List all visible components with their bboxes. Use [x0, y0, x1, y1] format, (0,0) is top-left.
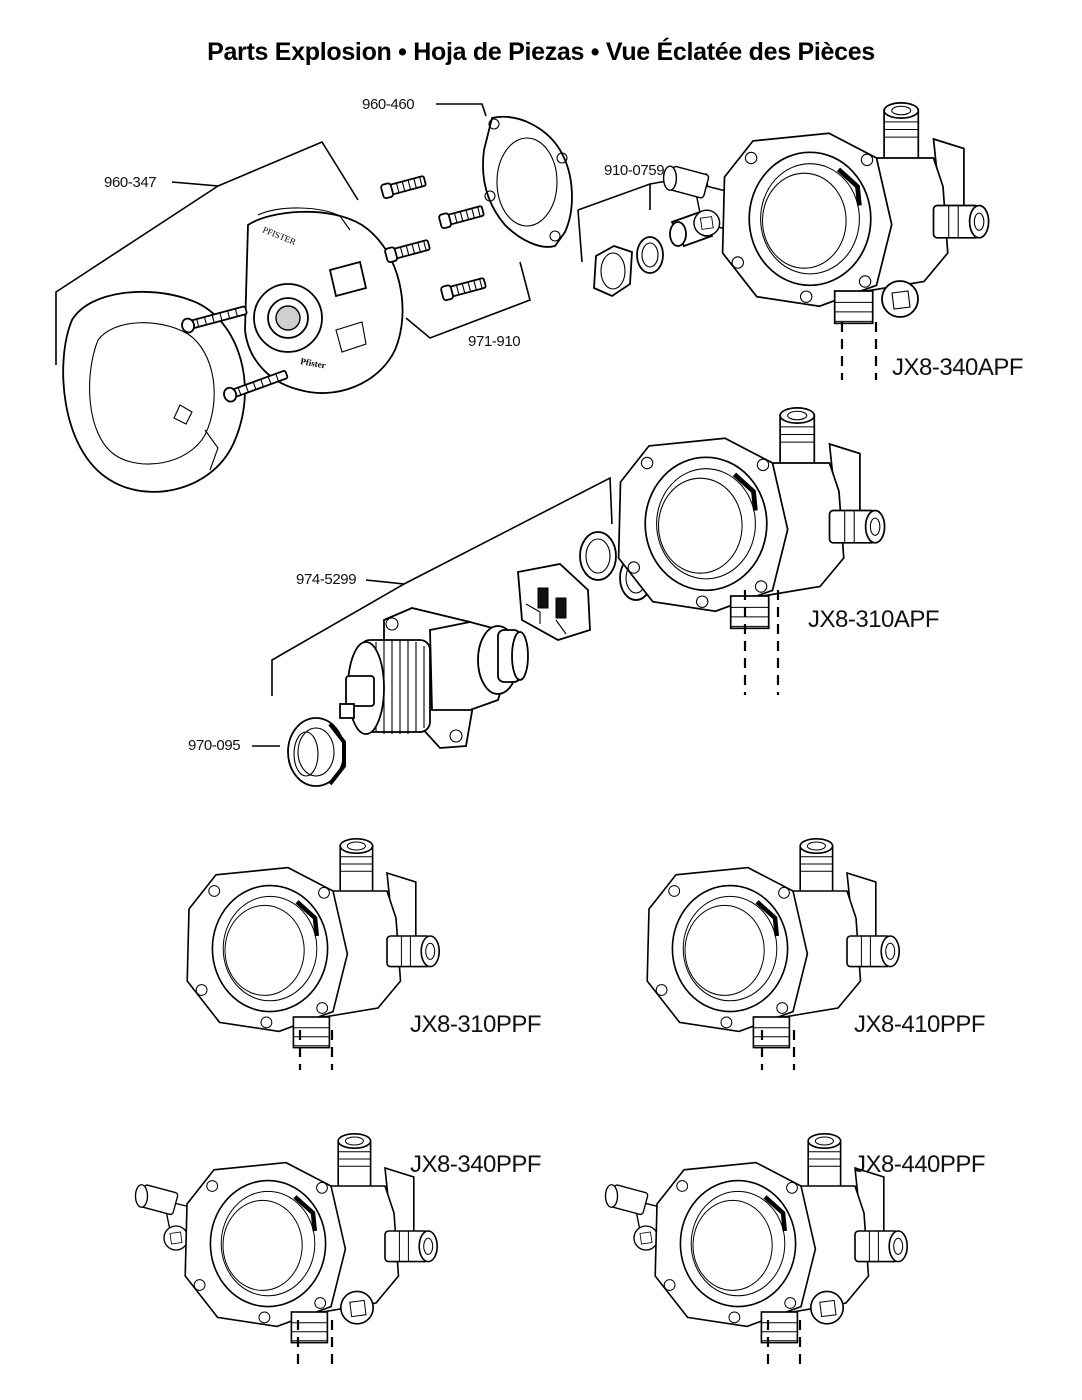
part-label-970-095: 970-095: [188, 737, 241, 754]
part-label-960-460: 960-460: [362, 96, 415, 113]
trim-plate-icon: [62, 290, 246, 493]
plate-brand: Pfister: [300, 356, 327, 370]
gasket-icon: PFISTER Pfister: [244, 207, 404, 394]
model-label-jx8-410ppf: JX8-410PPF: [854, 1011, 986, 1038]
seat-icon: [593, 245, 633, 298]
model-label-jx8-440ppf: JX8-440PPF: [854, 1151, 986, 1178]
o-ring-icon: [636, 236, 664, 274]
screw-icon: [437, 203, 486, 230]
stop-plate-icon: [517, 563, 591, 641]
screw-icon: [439, 275, 488, 302]
screw-icon: [379, 173, 428, 200]
valve-body-icon: [187, 839, 439, 1048]
part-label-974-5299: 974-5299: [296, 571, 357, 588]
model-label-jx8-310ppf: JX8-310PPF: [410, 1011, 542, 1038]
model-label-jx8-310apf: JX8-310APF: [808, 606, 940, 633]
retaining-nut-icon: [287, 717, 346, 787]
screw-icon: [383, 237, 432, 264]
page-title: Parts Explosion • Hoja de Piezas • Vue É…: [207, 38, 875, 66]
model-label-jx8-340apf: JX8-340APF: [892, 354, 1024, 381]
part-label-960-347: 960-347: [104, 174, 157, 191]
cartridge-icon: [339, 607, 529, 749]
part-label-971-910: 971-910: [468, 333, 521, 350]
valve-body-icon: [662, 103, 989, 323]
valve-body-icon: [134, 1134, 438, 1343]
model-label-jx8-340ppf: JX8-340PPF: [410, 1151, 542, 1178]
gasket-icon: [482, 115, 573, 248]
valve-body-icon: [619, 408, 885, 628]
part-label-910-0759: 910-0759: [604, 162, 665, 179]
